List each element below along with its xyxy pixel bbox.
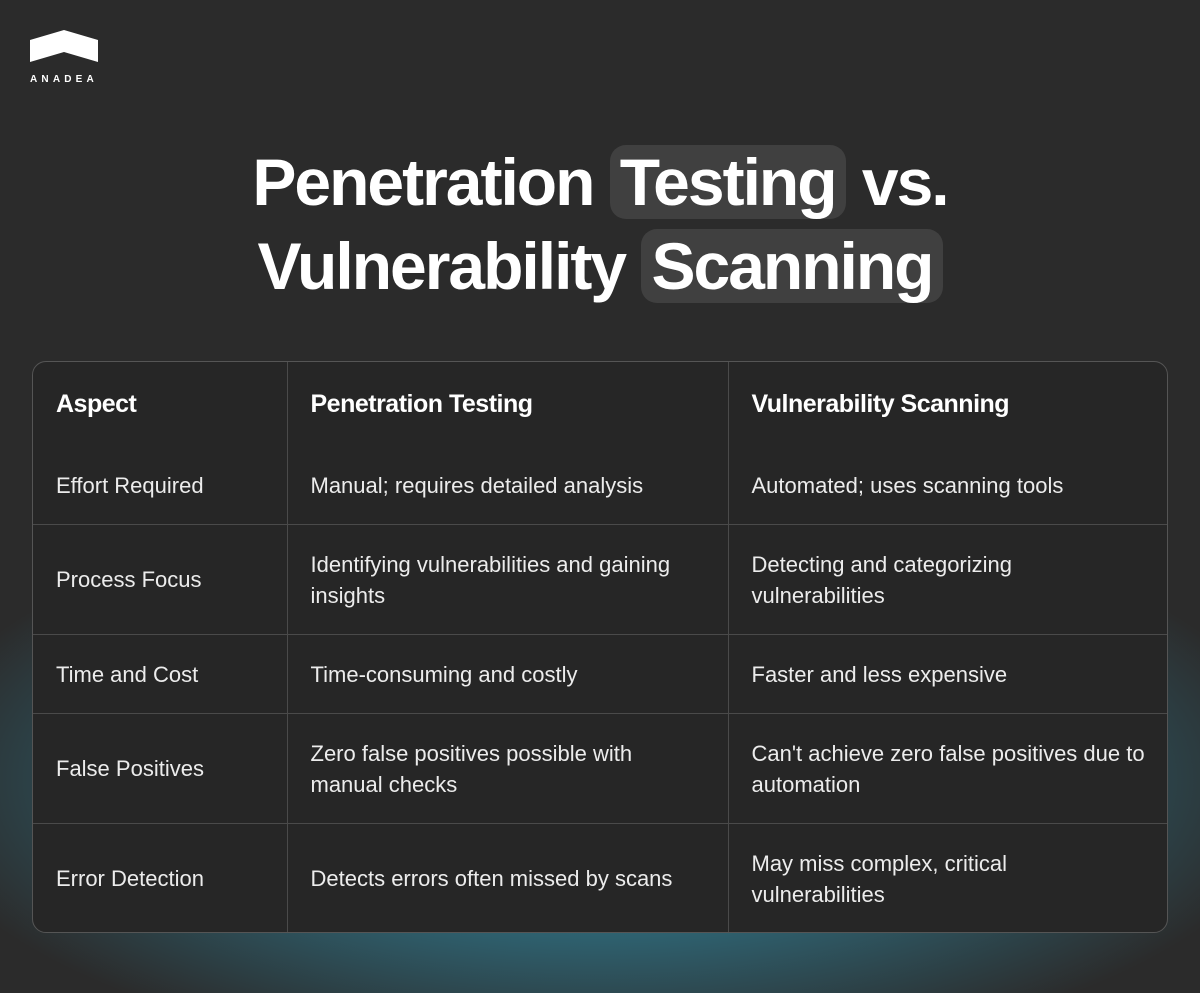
column-header-aspect: Aspect: [33, 362, 288, 446]
table-header-row: Aspect Penetration Testing Vulnerability…: [33, 362, 1167, 446]
anadea-logo: ANADEA: [30, 30, 98, 86]
table-row: Time and Cost Time-consuming and costly …: [33, 634, 1167, 714]
comparison-table: Aspect Penetration Testing Vulnerability…: [33, 362, 1167, 932]
vulnerability-scanning-cell: Faster and less expensive: [728, 634, 1167, 714]
penetration-testing-cell: Manual; requires detailed analysis: [287, 446, 729, 525]
aspect-cell: Effort Required: [33, 446, 288, 525]
aspect-cell: Process Focus: [33, 524, 288, 635]
title-line-1: Penetration Testing vs.: [0, 140, 1200, 224]
penetration-testing-cell: Identifying vulnerabilities and gaining …: [287, 524, 729, 635]
title-word-penetration: Penetration: [252, 145, 595, 219]
title-word-vs: vs.: [861, 145, 950, 219]
vulnerability-scanning-cell: Can't achieve zero false positives due t…: [728, 713, 1167, 824]
table-row: Effort Required Manual; requires detaile…: [33, 446, 1167, 525]
aspect-cell: False Positives: [33, 713, 288, 824]
vulnerability-scanning-cell: Detecting and categorizing vulnerabiliti…: [728, 524, 1167, 635]
table-row: Process Focus Identifying vulnerabilitie…: [33, 524, 1167, 635]
aspect-cell: Time and Cost: [33, 634, 288, 714]
penetration-testing-cell: Detects errors often missed by scans: [287, 823, 729, 932]
vulnerability-scanning-cell: Automated; uses scanning tools: [728, 446, 1167, 525]
penetration-testing-cell: Zero false positives possible with manua…: [287, 713, 729, 824]
penetration-testing-cell: Time-consuming and costly: [287, 634, 729, 714]
title-word-vulnerability: Vulnerability: [257, 229, 627, 303]
title-highlight-scanning: Scanning: [641, 229, 943, 303]
table-row: Error Detection Detects errors often mis…: [33, 823, 1167, 932]
column-header-vulnerability-scanning: Vulnerability Scanning: [751, 389, 1010, 418]
table-row: False Positives Zero false positives pos…: [33, 713, 1167, 824]
comparison-table-card: Aspect Penetration Testing Vulnerability…: [32, 361, 1168, 933]
vulnerability-scanning-cell: May miss complex, critical vulnerabiliti…: [751, 850, 1007, 907]
logo-text: ANADEA: [30, 74, 98, 85]
page-title: Penetration Testing vs. Vulnerability Sc…: [0, 140, 1200, 308]
roof-chevron-logo-icon: [30, 30, 98, 62]
column-header-penetration-testing: Penetration Testing: [287, 362, 729, 446]
title-highlight-testing: Testing: [609, 145, 846, 219]
aspect-cell: Error Detection: [33, 823, 288, 932]
title-line-2: Vulnerability Scanning: [0, 224, 1200, 308]
